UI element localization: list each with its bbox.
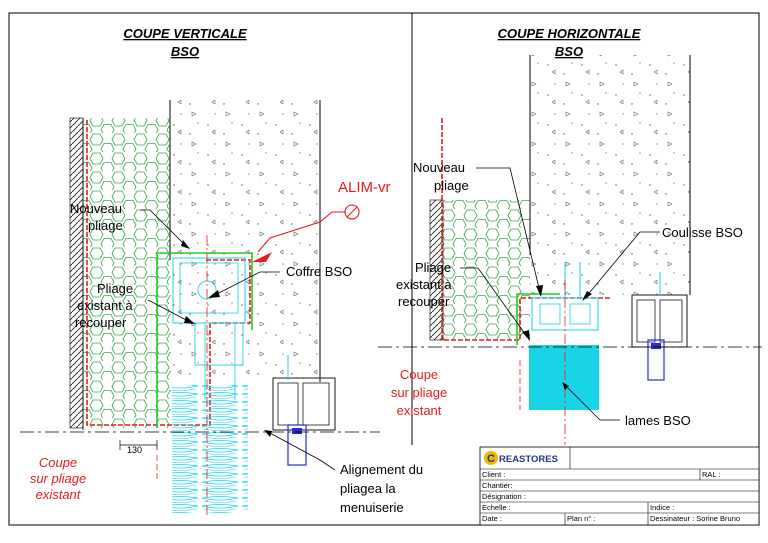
logo-initial: C xyxy=(487,453,495,465)
tb-designation: Désignation : xyxy=(482,492,526,501)
label-pliage-existant-3: recouper xyxy=(75,315,127,330)
label-coupe-right-2: sur pliage xyxy=(391,385,447,400)
sheet-border xyxy=(8,12,760,526)
left-subtitle: BSO xyxy=(171,44,199,59)
tb-chantier: Chantier: xyxy=(482,481,512,490)
label-nouveau-pliage-right-2: pliage xyxy=(434,178,469,193)
label-alignement-2: pliagea la xyxy=(340,481,396,496)
concrete-wall-right xyxy=(530,55,690,295)
concrete-wall xyxy=(170,100,320,382)
label-lames: lames BSO xyxy=(625,413,691,428)
right-subtitle: BSO xyxy=(555,44,583,59)
label-coupe-left-3: existant xyxy=(36,487,82,502)
window-frame-left xyxy=(272,377,336,431)
new-flashing xyxy=(156,252,253,428)
label-pliage-existant-right-1: Pliage xyxy=(415,260,451,275)
alim-symbol xyxy=(344,204,360,220)
left-section-view xyxy=(20,100,380,515)
right-title: COUPE HORIZONTALE xyxy=(498,26,641,41)
label-coffre: Coffre BSO xyxy=(286,264,352,279)
tb-client: Client : xyxy=(482,470,505,479)
tb-echelle: Echelle : xyxy=(482,503,511,512)
logo-text: REASTORES xyxy=(499,454,558,465)
alim-cable xyxy=(257,211,346,253)
right-section-view xyxy=(378,55,762,445)
left-title: COUPE VERTICALE xyxy=(123,26,247,41)
masonry-hatch xyxy=(69,117,84,429)
label-nouveau-pliage-2: pliage xyxy=(88,218,123,233)
window-sill-right xyxy=(647,339,665,381)
label-alim: ALIM-vr xyxy=(338,179,391,196)
new-flashing-right xyxy=(516,293,560,345)
tb-date: Date : xyxy=(482,514,502,523)
label-nouveau-pliage-right-1: Nouveau xyxy=(413,160,465,175)
tb-ral: RAL : xyxy=(702,470,720,479)
bso-slats-right xyxy=(529,345,599,410)
title-block: C REASTORES Client : RAL : Chantier: Dés… xyxy=(479,446,760,526)
label-coupe-right-1: Coupe xyxy=(400,367,438,382)
logo-icon xyxy=(484,451,498,465)
bso-slats xyxy=(172,385,248,513)
window-sill-left xyxy=(287,424,307,466)
label-coupe-left-1: Coupe xyxy=(39,455,77,470)
insulation-right xyxy=(443,200,530,340)
window-frame-right xyxy=(631,294,688,348)
label-nouveau-pliage-1: Nouveau xyxy=(70,201,122,216)
label-coulisse: Coulisse BSO xyxy=(662,225,743,240)
label-pliage-existant-right-3: recouper xyxy=(398,294,450,309)
dimension-value: 130 xyxy=(127,445,142,455)
label-pliage-existant-right-2: existant à xyxy=(396,277,452,292)
label-pliage-existant-2: existant à xyxy=(77,298,133,313)
tb-dessinateur: Dessinateur : Sorine Bruno xyxy=(650,514,740,523)
label-alignement-1: Alignement du xyxy=(340,462,423,477)
label-coupe-left-2: sur pliage xyxy=(30,471,86,486)
label-coupe-right-3: existant xyxy=(397,403,442,418)
label-pliage-existant-1: Pliage xyxy=(97,281,133,296)
tb-indice: Indice : xyxy=(650,503,674,512)
masonry-hatch-right xyxy=(429,199,444,341)
label-alignement-3: menuiserie xyxy=(340,500,404,515)
tb-plan: Plan n° : xyxy=(567,514,595,523)
